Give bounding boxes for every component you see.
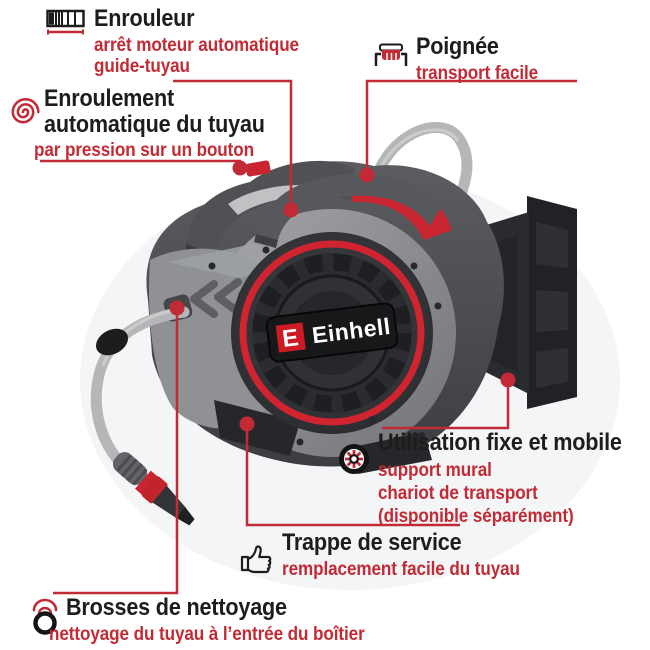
callout-subtitle: nettoyage du tuyau à l’entrée du boîtier — [49, 624, 365, 645]
callout-title: Trappe de service — [282, 529, 462, 556]
spiral-icon — [11, 97, 40, 124]
callout-title: Enrouleur — [94, 5, 195, 32]
callout-title: automatique du tuyau — [44, 111, 265, 138]
dot-enroulement-automatique — [232, 160, 248, 176]
callout-subtitle: chariot de transport — [378, 483, 538, 504]
callout-subtitle: arrêt moteur automatique — [94, 35, 299, 56]
callout-poignee: Poignée transport facile — [374, 34, 552, 84]
callout-brosses-de-nettoyage: Brosses de nettoyage nettoyage du tuyau … — [30, 595, 400, 645]
reel-hub: E Einhell — [231, 232, 433, 434]
line-brosses — [53, 312, 179, 595]
callout-subtitle: par pression sur un bouton — [34, 140, 254, 161]
cleaning-ring-icon — [32, 598, 58, 635]
screw-details — [208, 246, 442, 446]
callout-subtitle: remplacement facile du tuyau — [282, 559, 520, 580]
spray-nozzle — [112, 452, 195, 526]
line-poignee — [365, 79, 577, 171]
carry-handle — [245, 160, 452, 248]
retract-button — [245, 160, 271, 177]
foot-left — [214, 400, 300, 456]
dot-poignee — [359, 167, 375, 183]
hose-stopper — [95, 328, 129, 356]
foot-right — [348, 432, 432, 474]
callout-trappe-de-service: Trappe de service remplacement facile du… — [238, 530, 546, 580]
line-enroulement-automatique — [40, 159, 242, 164]
callout-subtitle: guide-tuyau — [94, 56, 190, 77]
dot-trappe — [239, 416, 255, 432]
hose-bottom — [90, 294, 195, 526]
line-utilisation — [382, 384, 510, 430]
carry-handle-icon — [374, 43, 408, 66]
callout-title: Brosses de nettoyage — [66, 594, 287, 621]
callout-enrouleur: Enrouleur arrêt moteur automatique guide… — [46, 6, 322, 77]
callout-dots — [169, 160, 516, 432]
callout-title: Enroulement — [44, 85, 175, 112]
callout-subtitle: (disponible séparément) — [378, 506, 574, 527]
callout-title: Utilisation fixe et mobile — [378, 429, 622, 456]
brand-plate: E Einhell — [265, 302, 399, 363]
callout-enroulement-automatique: Enroulement automatique du tuyau par pre… — [6, 86, 289, 161]
thumbs-up-icon — [240, 545, 272, 574]
tape-reel-icon — [46, 9, 85, 35]
callout-subtitle: support mural — [378, 460, 492, 481]
brand-logo-square — [275, 322, 306, 353]
dot-enrouleur — [283, 202, 299, 218]
dot-utilisation — [500, 372, 516, 388]
callout-subtitle: transport facile — [416, 63, 539, 84]
line-trappe — [245, 428, 460, 527]
brand-logo-letter: E — [281, 324, 300, 353]
callout-title: Poignée — [416, 33, 499, 60]
line-enrouleur — [173, 79, 293, 206]
dot-brosses — [169, 300, 185, 316]
wheel-icon — [339, 444, 369, 474]
callout-utilisation-fixe-et-mobile: Utilisation fixe et mobile support mural… — [338, 430, 649, 528]
